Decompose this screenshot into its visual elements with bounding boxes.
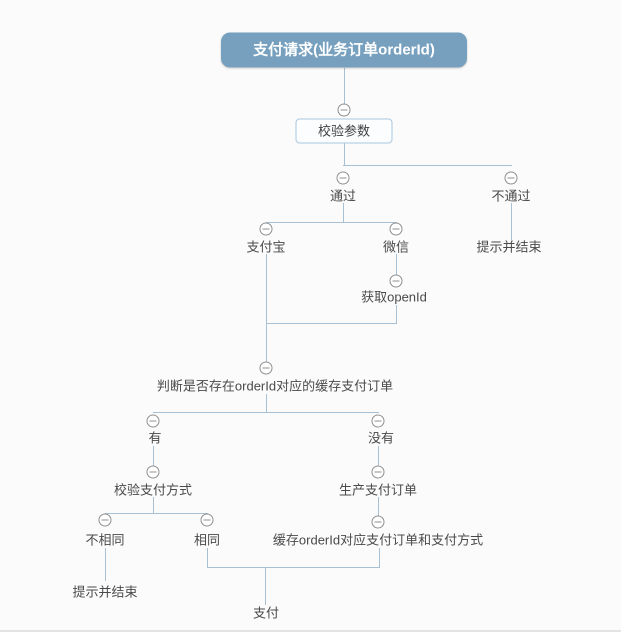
- connector-line: [266, 394, 267, 413]
- connector-line: [511, 203, 512, 240]
- connector-line: [266, 222, 397, 223]
- node-pay[interactable]: 支付: [252, 605, 280, 621]
- node-root[interactable]: 支付请求(业务订单orderId): [221, 32, 467, 68]
- collapse-minus-icon[interactable]: [389, 274, 403, 288]
- collapse-minus-icon[interactable]: [389, 222, 403, 236]
- collapse-minus-icon[interactable]: [336, 171, 350, 185]
- node-notsame-end[interactable]: 提示并结束: [72, 584, 138, 600]
- node-check-params[interactable]: 校验参数: [295, 118, 393, 144]
- collapse-minus-icon[interactable]: [371, 515, 385, 529]
- connector-line: [343, 203, 344, 223]
- connector-line: [378, 446, 379, 467]
- collapse-minus-icon[interactable]: [259, 222, 273, 236]
- connector-line: [207, 548, 208, 568]
- node-fail[interactable]: 不通过: [491, 188, 531, 204]
- node-wechat[interactable]: 微信: [382, 239, 410, 255]
- connector-line: [266, 323, 267, 363]
- node-not-same[interactable]: 不相同: [85, 532, 125, 548]
- connector-line: [343, 165, 512, 166]
- node-has[interactable]: 有: [148, 430, 162, 446]
- connector-line: [266, 254, 267, 324]
- connector-line: [153, 497, 154, 514]
- connector-line: [344, 143, 345, 166]
- node-judge-cache[interactable]: 判断是否存在orderId对应的缓存支付订单: [156, 378, 394, 394]
- collapse-minus-icon[interactable]: [200, 513, 214, 527]
- node-has-not[interactable]: 没有: [367, 430, 395, 446]
- connector-line: [378, 497, 379, 517]
- collapse-minus-icon[interactable]: [259, 361, 273, 375]
- connector-line: [105, 513, 208, 514]
- collapse-minus-icon[interactable]: [504, 171, 518, 185]
- node-alipay[interactable]: 支付宝: [246, 239, 286, 255]
- node-get-openid[interactable]: 获取openId: [361, 289, 427, 305]
- node-cache-order[interactable]: 缓存orderId对应支付订单和支付方式: [272, 532, 484, 548]
- connector-line: [396, 305, 397, 324]
- node-create-order[interactable]: 生产支付订单: [338, 482, 418, 498]
- connector-line: [207, 567, 380, 568]
- collapse-minus-icon[interactable]: [371, 465, 385, 479]
- connector-line: [105, 548, 106, 581]
- node-fail-end[interactable]: 提示并结束: [476, 239, 542, 255]
- collapse-minus-icon[interactable]: [337, 103, 351, 117]
- connector-line: [379, 548, 380, 568]
- collapse-minus-icon[interactable]: [371, 414, 385, 428]
- connector-line: [153, 412, 379, 413]
- connector-line: [344, 68, 345, 105]
- collapse-minus-icon[interactable]: [98, 513, 112, 527]
- collapse-minus-icon[interactable]: [146, 414, 160, 428]
- node-verify-paytype[interactable]: 校验支付方式: [113, 482, 193, 498]
- collapse-minus-icon[interactable]: [146, 465, 160, 479]
- node-same[interactable]: 相同: [193, 532, 221, 548]
- connector-line: [396, 254, 397, 276]
- connector-line: [266, 323, 397, 324]
- node-pass[interactable]: 通过: [329, 188, 357, 204]
- connector-line: [265, 567, 266, 605]
- connector-line: [153, 446, 154, 467]
